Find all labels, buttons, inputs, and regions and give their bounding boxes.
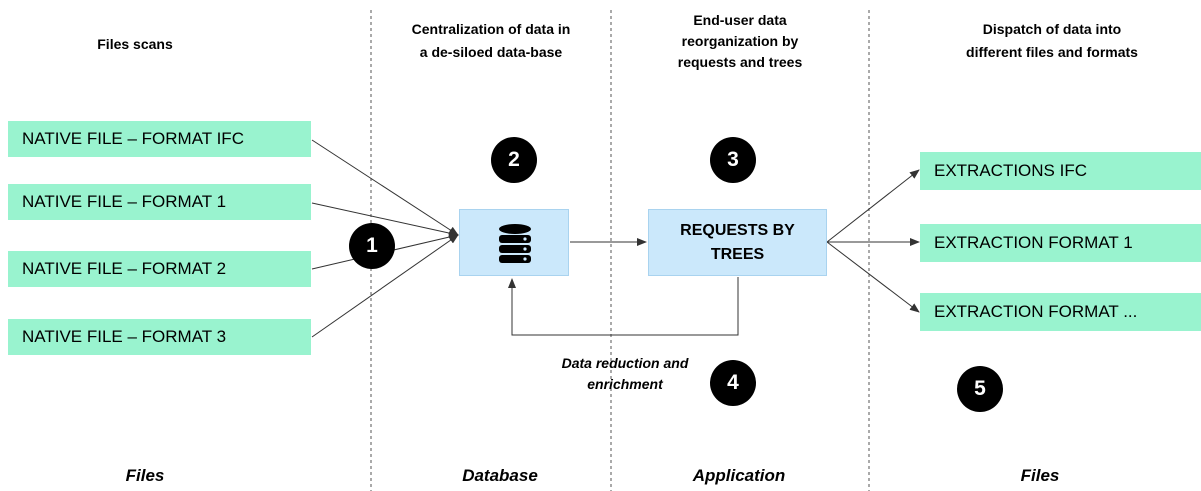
database-box — [459, 209, 569, 276]
step-badge-5: 5 — [957, 366, 1003, 412]
footer-database: Database — [462, 466, 538, 485]
step-badge-1: 1 — [349, 223, 395, 269]
output-arrow-ifc — [826, 169, 920, 243]
input-file-format-1: NATIVE FILE – FORMAT 1 — [8, 184, 311, 220]
feedback-loop-arrow — [508, 277, 739, 336]
input-arrow-ifc — [311, 139, 459, 236]
header-centralization: Centralization of data in a de-siloed da… — [411, 21, 571, 60]
output-extraction-format-etc: EXTRACTION FORMAT ... — [920, 293, 1201, 331]
footer-application: Application — [692, 466, 786, 485]
header-dispatch: Dispatch of data into different files an… — [966, 21, 1138, 60]
step-badge-4: 4 — [710, 360, 756, 406]
output-extraction-format-1: EXTRACTION FORMAT 1 — [920, 224, 1201, 262]
footer-files-right: Files — [1020, 466, 1060, 485]
step-badge-2: 2 — [491, 137, 537, 183]
header-files-scans: Files scans — [97, 36, 173, 52]
output-extractions-ifc: EXTRACTIONS IFC — [920, 152, 1201, 190]
step-badge-3: 3 — [710, 137, 756, 183]
header-reorganization: End-user data reorganization by requests… — [677, 12, 803, 70]
input-arrow-format-3 — [311, 234, 459, 338]
footer-files-left: Files — [125, 466, 165, 485]
output-arrow-format-etc — [826, 241, 920, 313]
requests-line-2: TREES — [710, 245, 765, 263]
input-file-format-2: NATIVE FILE – FORMAT 2 — [8, 251, 311, 287]
feedback-note: Data reduction and enrichment — [561, 355, 689, 392]
input-arrow-format-1 — [311, 202, 459, 237]
input-file-ifc: NATIVE FILE – FORMAT IFC — [8, 121, 311, 157]
database-icon — [499, 224, 531, 263]
input-file-format-3: NATIVE FILE – FORMAT 3 — [8, 319, 311, 355]
requests-by-trees-box: REQUESTS BY TREES — [648, 209, 827, 276]
requests-line-1: REQUESTS BY — [680, 221, 795, 239]
